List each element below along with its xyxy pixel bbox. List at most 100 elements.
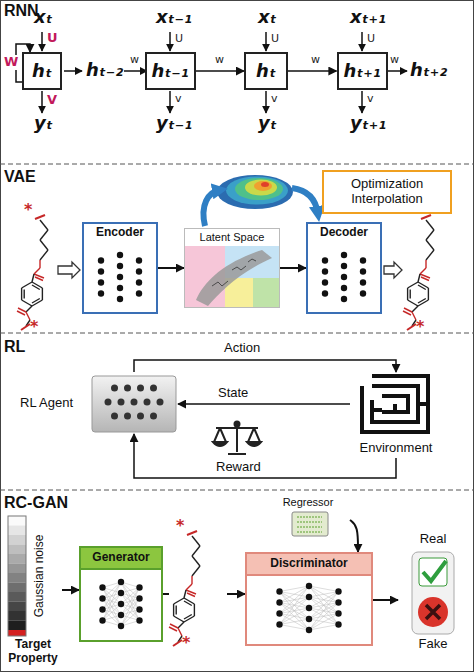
bond (35, 215, 45, 219)
bond (173, 604, 174, 616)
illustration-part (98, 268, 104, 274)
illustration-part (426, 605, 440, 619)
node-text: RL Agent (16, 396, 73, 411)
block-arrow (384, 262, 402, 278)
illustration-part (8, 535, 26, 545)
node-text: Decoder (320, 226, 368, 240)
bond (178, 622, 184, 628)
input-arrow (169, 32, 171, 51)
edge-label: State (216, 386, 250, 401)
hidden-state-box: hₜ (22, 52, 62, 90)
bond (26, 306, 32, 312)
output-arrow (169, 91, 171, 113)
panel-title: RNN (4, 2, 39, 20)
bond (191, 576, 192, 584)
illustration-part (118, 601, 124, 607)
bond (26, 312, 30, 320)
illustration-part (118, 612, 124, 618)
illustration-part (117, 274, 123, 280)
illustration-part (306, 605, 312, 611)
illustration-part (306, 616, 312, 622)
energy-surface (217, 175, 293, 209)
illustration-part (309, 592, 339, 631)
bond (187, 531, 197, 535)
illustration-part (99, 606, 105, 612)
noise-bar (8, 516, 26, 636)
illustration-part (309, 625, 339, 631)
node-text: Fake (419, 637, 448, 652)
illustration-part (136, 257, 142, 263)
bond (192, 546, 200, 556)
agent-icon (92, 376, 176, 432)
surface-band (217, 175, 293, 209)
box-header: Generator (81, 548, 161, 570)
variable-label: yₜ (34, 113, 53, 134)
connector-arrow (196, 70, 245, 72)
illustration-part (117, 263, 123, 269)
illustration-part (360, 290, 366, 296)
neuron-grid (99, 579, 142, 629)
illustration-part (8, 583, 26, 593)
illustration-part (137, 385, 144, 392)
illustration-part (335, 621, 341, 627)
illustration-part (280, 597, 310, 625)
bond (408, 282, 418, 288)
illustration-part (253, 278, 279, 307)
encoder-box: Encoder (82, 222, 158, 314)
illustration-part (341, 274, 347, 280)
illustration-part (306, 594, 312, 600)
illustration-part (150, 385, 157, 392)
output-arrow (41, 91, 43, 113)
illustration-part (8, 592, 26, 602)
variable-label: U (271, 33, 279, 46)
illustration-part (297, 532, 322, 533)
input-arrow (361, 32, 363, 51)
connector-arrow (373, 599, 398, 601)
surface-band (226, 177, 288, 205)
bond (407, 324, 416, 330)
bond (24, 290, 25, 299)
bond (418, 274, 420, 282)
illustration-part (131, 399, 138, 406)
illustration-part (99, 617, 105, 623)
illustration-part (297, 517, 322, 518)
illustration-part (118, 399, 125, 406)
real-fake-icons (412, 552, 454, 634)
illustration-part (103, 604, 122, 621)
bond (34, 268, 40, 274)
illustration-part (136, 290, 142, 296)
illustration-part (212, 259, 256, 286)
illustration-part (276, 599, 282, 605)
bond (407, 288, 408, 300)
bond (169, 627, 177, 631)
bond (403, 311, 411, 315)
illustration-part (137, 413, 144, 420)
bond (184, 598, 194, 604)
illustration-part (276, 621, 282, 627)
illustration-part (322, 257, 328, 263)
connector-arrow (158, 267, 184, 269)
variable-label: hₜ₋₂ (86, 60, 123, 81)
illustration-part (297, 527, 322, 528)
bond (192, 556, 200, 566)
bond (40, 240, 48, 250)
illustration-part (150, 413, 157, 420)
bond (420, 268, 426, 274)
bond (194, 604, 195, 616)
node-text: Latent Space (200, 231, 265, 244)
node-text: hₜ₋₁ (151, 61, 188, 82)
bond (174, 616, 184, 622)
weight-label: U (47, 31, 58, 46)
illustration-part (118, 579, 124, 585)
unfold-arrow (64, 70, 82, 72)
illustration-part (309, 592, 339, 620)
weight-label: V (47, 93, 57, 108)
bond (42, 288, 43, 300)
node-text: Environment (360, 441, 433, 456)
bond (184, 616, 194, 622)
illustration-part (235, 422, 240, 427)
illustration-part (362, 376, 428, 432)
molecule (403, 215, 434, 330)
bond (21, 288, 22, 300)
